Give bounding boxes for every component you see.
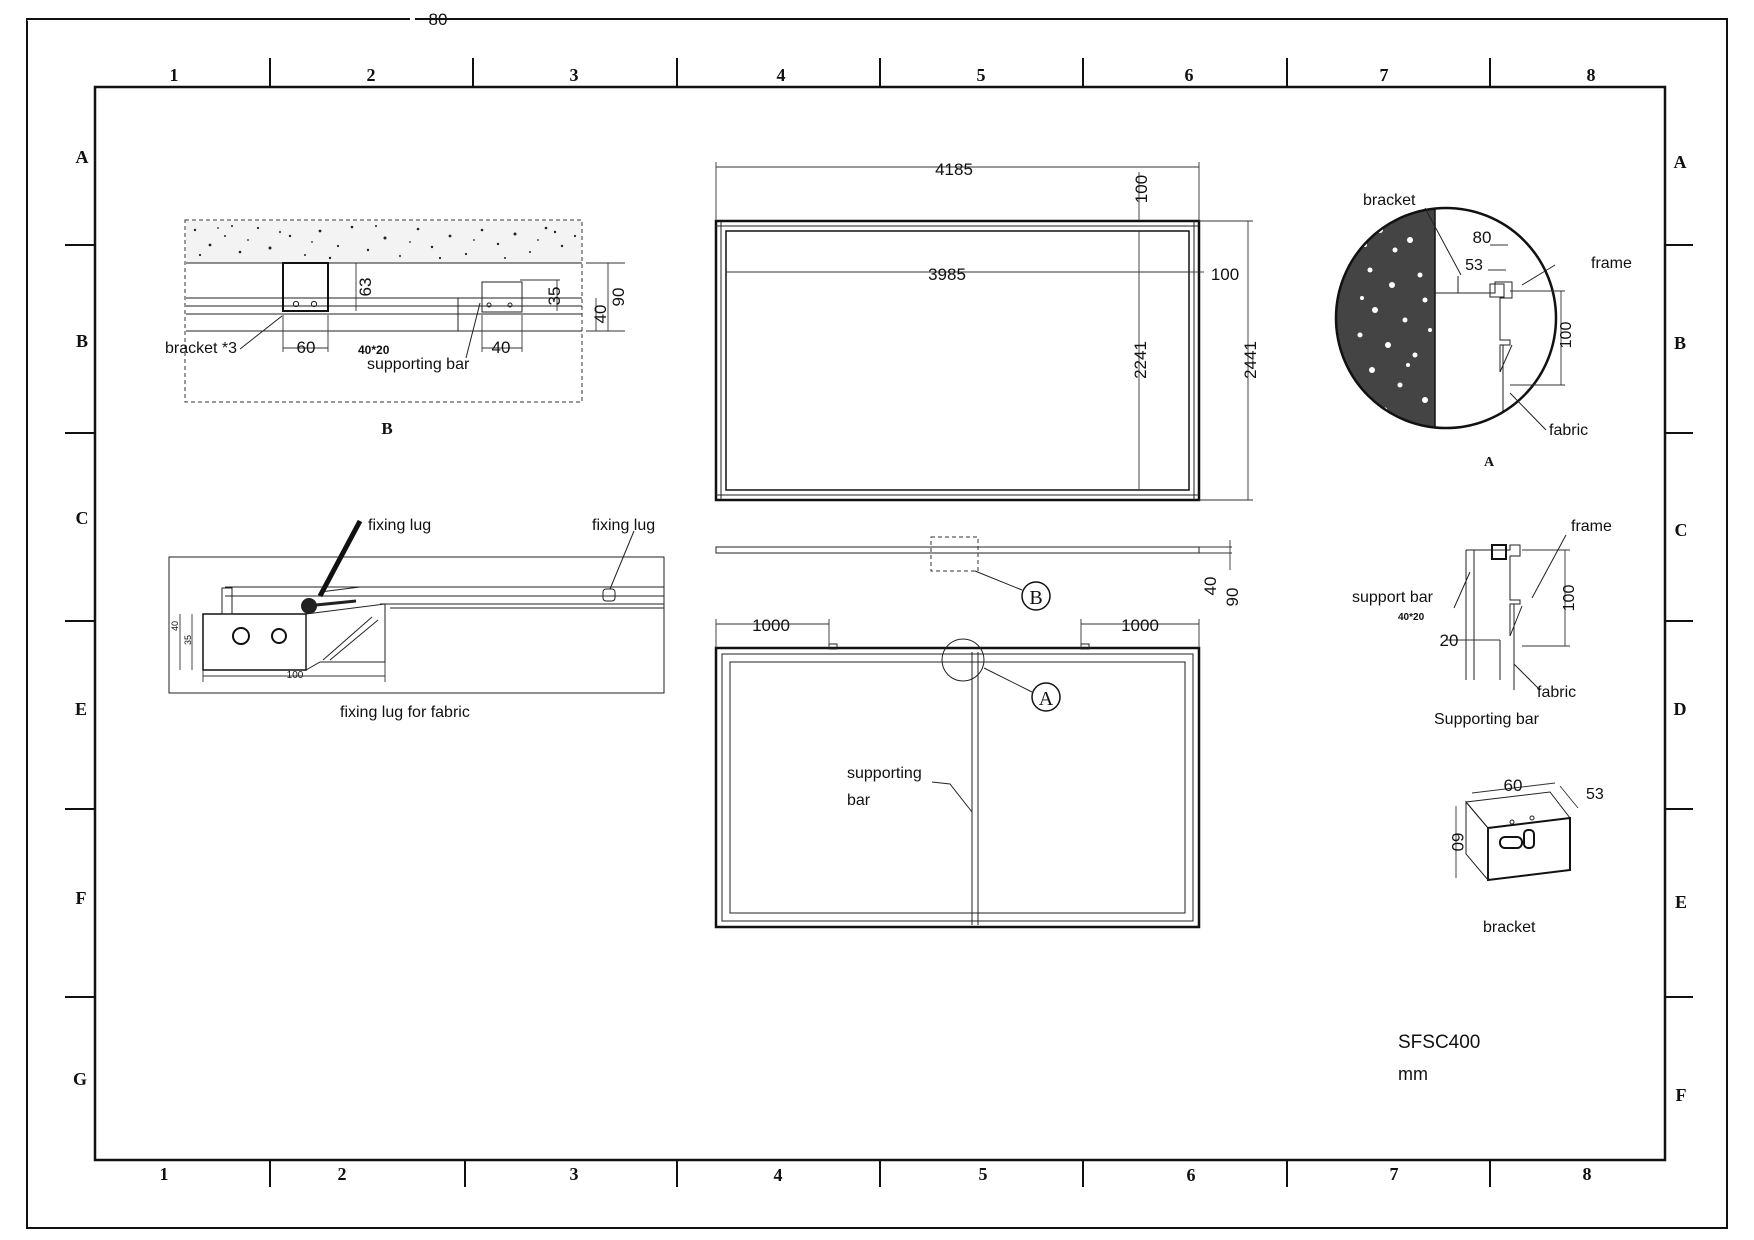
callout-b: B — [1029, 587, 1042, 609]
dim-20: 20 — [1440, 631, 1459, 650]
supporting-bar-label-2: bar — [847, 792, 871, 809]
col-label: 8 — [1587, 65, 1596, 85]
col-label: 7 — [1390, 1164, 1399, 1184]
dim-53: 53 — [1586, 786, 1604, 803]
column-ticks-bottom — [269, 1160, 1491, 1187]
supporting-bar-view — [1446, 534, 1570, 691]
dim-40: 40 — [591, 305, 610, 324]
fixing-lug-label-right: fixing lug — [592, 517, 655, 534]
supporting-bar-caption: Supporting bar — [1434, 711, 1540, 728]
dim-100: 100 — [287, 670, 304, 681]
fixing-lug-caption: fixing lug for fabric — [340, 704, 470, 721]
column-ticks-top — [269, 58, 1491, 87]
support-bar-label: support bar — [1352, 589, 1434, 606]
supporting-bar-label-1: supporting — [847, 765, 922, 782]
dim-35: 35 — [183, 635, 193, 645]
fabric-label: fabric — [1549, 422, 1588, 439]
dim-35: 35 — [545, 287, 564, 306]
top-margin-label: 80 — [429, 10, 448, 29]
wall-texture — [193, 225, 577, 260]
col-label: 4 — [777, 65, 786, 85]
detail-a-view — [1334, 206, 1565, 431]
supporting-bar-label: supporting bar — [367, 356, 470, 373]
bracket-caption: bracket — [1483, 919, 1536, 936]
left-offset-dim: 1000 — [752, 616, 790, 635]
dim-40: 40 — [1201, 577, 1220, 596]
col-label: 8 — [1583, 1164, 1592, 1184]
col-label: 6 — [1185, 65, 1194, 85]
col-label: 7 — [1380, 65, 1389, 85]
row-label: B — [76, 331, 88, 351]
outer-width-dim: 4185 — [935, 160, 973, 179]
row-label: C — [76, 508, 89, 528]
col-label: 2 — [367, 65, 376, 85]
column-labels-bottom: 1 2 3 4 5 6 7 8 — [160, 1164, 1592, 1185]
right-offset-dim: 1000 — [1121, 616, 1159, 635]
row-label: E — [1675, 892, 1687, 912]
inner-height-dim: 2241 — [1131, 341, 1150, 379]
back-view — [714, 619, 1201, 929]
frame-label: frame — [1591, 255, 1632, 272]
dim-40: 40 — [170, 621, 180, 631]
bar-size-label: 40*20 — [358, 343, 390, 357]
unit-label: mm — [1398, 1064, 1428, 1084]
col-label: 6 — [1187, 1165, 1196, 1185]
column-labels-top: 1 2 3 4 5 6 7 8 — [170, 65, 1596, 85]
detail-a-caption: A — [1484, 455, 1495, 470]
dim-90: 90 — [1223, 588, 1242, 607]
dim-53: 53 — [1465, 257, 1483, 274]
model-number: SFSC400 — [1398, 1032, 1480, 1053]
dim-90: 90 — [609, 288, 628, 307]
dim-63: 63 — [356, 278, 375, 297]
side-dim: 100 — [1211, 265, 1239, 284]
dim-80: 80 — [1473, 228, 1492, 247]
fixing-lug-view — [168, 519, 665, 694]
side-view — [715, 536, 1232, 611]
col-label: 1 — [160, 1164, 169, 1184]
top-dim: 100 — [1132, 175, 1151, 203]
inner-width-dim: 3985 — [928, 265, 966, 284]
outer-height-dim: 2441 — [1241, 341, 1260, 379]
row-label: E — [75, 699, 87, 719]
col-label: 5 — [977, 65, 986, 85]
row-label: G — [73, 1069, 87, 1089]
detail-b-view — [184, 219, 625, 403]
detail-b-caption: B — [381, 419, 392, 438]
callout-a: A — [1039, 688, 1054, 710]
row-labels-right: A B C D E F — [1674, 152, 1688, 1105]
col-label: 3 — [570, 65, 579, 85]
row-label: A — [76, 147, 89, 167]
col-label: 2 — [338, 1164, 347, 1184]
col-label: 3 — [570, 1164, 579, 1184]
row-label: A — [1674, 152, 1687, 172]
row-label: D — [1674, 699, 1687, 719]
row-ticks — [65, 244, 1693, 998]
row-label: B — [1674, 333, 1686, 353]
dim-100: 100 — [1558, 322, 1575, 349]
row-label: F — [76, 888, 87, 908]
col-label: 5 — [979, 1164, 988, 1184]
dim-60: 60 — [297, 338, 316, 357]
row-label: C — [1675, 520, 1688, 540]
bracket-view — [1455, 782, 1579, 882]
dim-100: 100 — [1561, 585, 1578, 612]
bracket-count-label: bracket *3 — [165, 340, 237, 357]
frame-label: frame — [1571, 518, 1612, 535]
col-label: 4 — [774, 1165, 783, 1185]
bar-size-label: 40*20 — [1398, 612, 1425, 623]
fabric-label: fabric — [1537, 684, 1576, 701]
row-label: F — [1676, 1085, 1687, 1105]
dim-60-vertical: 60 — [1448, 833, 1467, 852]
bracket-label: bracket — [1363, 192, 1416, 209]
dim-40b: 40 — [492, 338, 511, 357]
fixing-lug-label: fixing lug — [368, 517, 431, 534]
row-labels-left: A B C E F G — [73, 147, 89, 1089]
front-view — [714, 162, 1253, 502]
dim-60: 60 — [1504, 776, 1523, 795]
col-label: 1 — [170, 65, 179, 85]
